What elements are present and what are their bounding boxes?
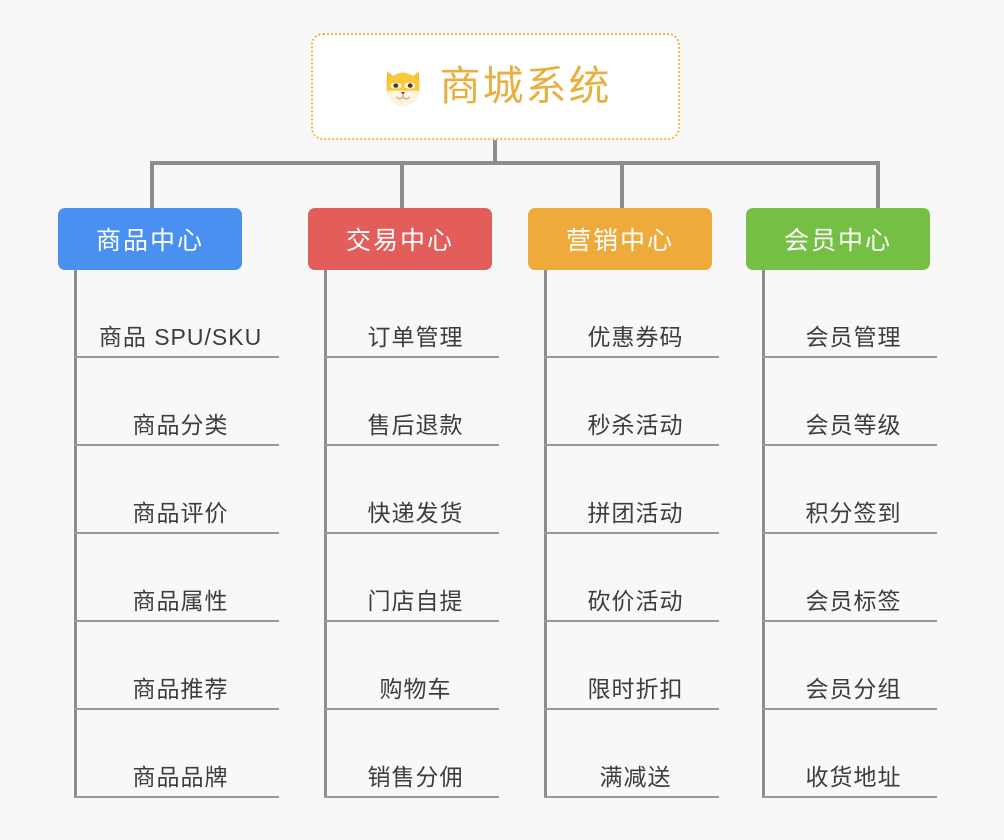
leaf-item[interactable]: 会员管理 xyxy=(762,270,937,358)
leaf-item[interactable]: 拼团活动 xyxy=(544,446,719,534)
leaf-item-label: 购物车 xyxy=(379,676,452,702)
leaf-item-label: 砍价活动 xyxy=(587,588,684,614)
branch-box-4[interactable]: 会员中心 xyxy=(746,208,930,270)
leaf-item[interactable]: 商品评价 xyxy=(74,446,279,534)
branch-box-1[interactable]: 商品中心 xyxy=(58,208,242,270)
leaf-item-label: 商品品牌 xyxy=(132,764,229,790)
connector-drop-2 xyxy=(400,161,404,209)
branch-box-2[interactable]: 交易中心 xyxy=(308,208,492,270)
root-node-shopping-mall-system[interactable]: 商城系统 xyxy=(311,33,680,140)
leaf-item[interactable]: 购物车 xyxy=(324,622,499,710)
leaf-item-label: 限时折扣 xyxy=(587,676,684,702)
connector-horizontal-bus xyxy=(150,161,880,165)
leaf-item-label: 商品评价 xyxy=(132,500,229,526)
leaf-item[interactable]: 销售分佣 xyxy=(324,710,499,798)
leaf-item-label: 收货地址 xyxy=(805,764,902,790)
branch-box-3[interactable]: 营销中心 xyxy=(528,208,712,270)
leaf-item-label: 优惠券码 xyxy=(587,324,684,350)
connector-drop-1 xyxy=(150,161,154,209)
leaf-item[interactable]: 快递发货 xyxy=(324,446,499,534)
branch-box-2-label: 交易中心 xyxy=(345,227,454,255)
root-node-title: 商城系统 xyxy=(439,63,612,109)
leaf-item[interactable]: 商品分类 xyxy=(74,358,279,446)
leaf-item-label: 商品属性 xyxy=(132,588,229,614)
leaf-item-label: 拼团活动 xyxy=(587,500,684,526)
leaf-item[interactable]: 会员标签 xyxy=(762,534,937,622)
leaf-item-label: 售后退款 xyxy=(367,412,464,438)
leaf-item[interactable]: 优惠券码 xyxy=(544,270,719,358)
leaf-item-label: 商品分类 xyxy=(132,412,229,438)
leaf-item-label: 会员管理 xyxy=(805,324,902,350)
leaf-item[interactable]: 门店自提 xyxy=(324,534,499,622)
leaf-item[interactable]: 会员等级 xyxy=(762,358,937,446)
connector-drop-3 xyxy=(620,161,624,209)
leaf-item-label: 门店自提 xyxy=(367,588,464,614)
dog-face-icon xyxy=(385,70,420,106)
branch-box-4-label: 会员中心 xyxy=(783,227,892,255)
connector-drop-4 xyxy=(876,161,880,209)
leaf-item[interactable]: 满减送 xyxy=(544,710,719,798)
leaf-item[interactable]: 商品 SPU/SKU xyxy=(74,270,279,358)
leaf-item-label: 会员分组 xyxy=(805,676,902,702)
connector-root-stem xyxy=(493,140,497,164)
leaf-item[interactable]: 收货地址 xyxy=(762,710,937,798)
leaf-item[interactable]: 会员分组 xyxy=(762,622,937,710)
leaf-item-label: 满减送 xyxy=(599,764,672,790)
branch-box-3-label: 营销中心 xyxy=(565,227,674,255)
branch-box-1-label: 商品中心 xyxy=(95,227,204,255)
leaf-item[interactable]: 商品属性 xyxy=(74,534,279,622)
leaf-item[interactable]: 售后退款 xyxy=(324,358,499,446)
leaf-item[interactable]: 积分签到 xyxy=(762,446,937,534)
leaf-item-label: 商品推荐 xyxy=(132,676,229,702)
leaf-item-label: 销售分佣 xyxy=(367,764,464,790)
leaf-item-label: 积分签到 xyxy=(805,500,902,526)
leaf-item-label: 订单管理 xyxy=(367,324,464,350)
leaf-item[interactable]: 商品品牌 xyxy=(74,710,279,798)
leaf-item-label: 会员标签 xyxy=(805,588,902,614)
leaf-item[interactable]: 砍价活动 xyxy=(544,534,719,622)
leaf-item[interactable]: 商品推荐 xyxy=(74,622,279,710)
leaf-item[interactable]: 限时折扣 xyxy=(544,622,719,710)
leaf-item-label: 商品 SPU/SKU xyxy=(98,324,263,350)
leaf-item-label: 秒杀活动 xyxy=(587,412,684,438)
leaf-item[interactable]: 订单管理 xyxy=(324,270,499,358)
leaf-item[interactable]: 秒杀活动 xyxy=(544,358,719,446)
leaf-item-label: 会员等级 xyxy=(805,412,902,438)
leaf-item-label: 快递发货 xyxy=(367,500,464,526)
